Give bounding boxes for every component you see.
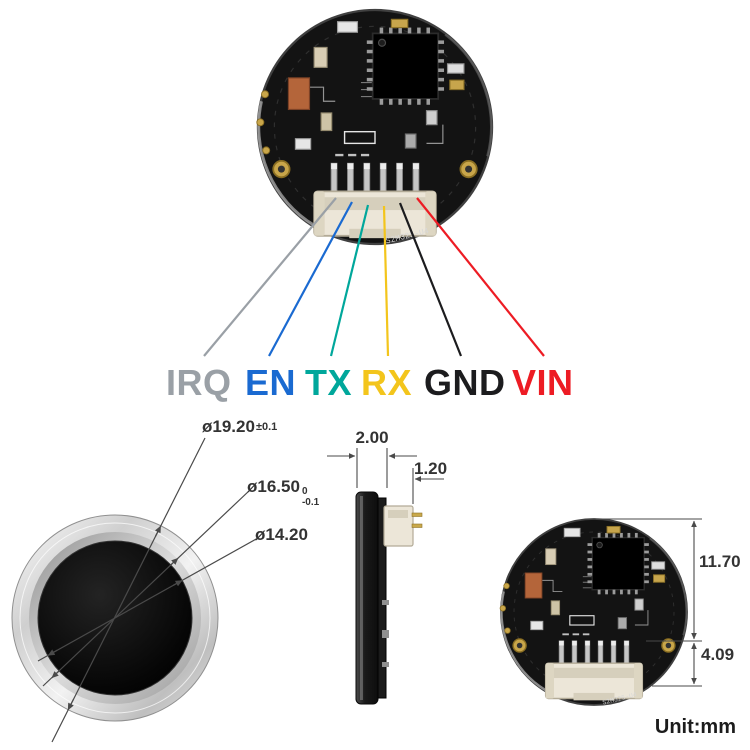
wire-tx	[329, 204, 370, 357]
dim-value: ø14.20	[255, 525, 308, 544]
pin-label-en: EN	[245, 362, 297, 403]
wire-rx	[382, 205, 390, 357]
pin-label-tx: TX	[305, 362, 353, 403]
pin-wires	[203, 197, 545, 357]
dim-value: ø16.50	[247, 477, 300, 496]
pin-label-gnd: GND	[424, 362, 506, 403]
back-dimension-lines	[596, 518, 702, 687]
dim-tolerance-upper: 0	[301, 486, 308, 497]
dim-front-window-diameter: ø14.20	[255, 525, 308, 545]
dim-front-outer-diameter: ø19.20±0.1	[202, 417, 277, 437]
front-dimension-lines	[37, 437, 259, 743]
wire-vin	[416, 197, 545, 357]
pin-label-irq: IRQ	[166, 362, 232, 403]
wire-irq	[203, 197, 337, 357]
dim-tolerance-stack: 0-0.1	[301, 486, 320, 508]
wire-gnd	[398, 202, 463, 357]
dim-back-connector-height: 4.09	[701, 645, 735, 664]
pin-label-vin: VIN	[512, 362, 574, 403]
dim-value: ø19.20	[202, 417, 255, 436]
pcb-top-view	[255, 8, 494, 248]
dim-tolerance-lower: -0.1	[301, 496, 320, 508]
dim-side-thickness: 2.00	[355, 428, 389, 447]
side-dimension-lines	[327, 448, 444, 504]
unit-label: Unit:mm	[654, 716, 736, 738]
pin-label-rx: RX	[361, 362, 413, 403]
sensor-side-view	[355, 491, 423, 705]
dim-side-connector-offset: 1.20	[414, 459, 448, 478]
dim-tolerance: ±0.1	[255, 421, 278, 433]
dim-back-body-height: 11.70	[699, 552, 741, 571]
pcb-back-view	[498, 517, 689, 708]
wire-en	[268, 201, 353, 357]
